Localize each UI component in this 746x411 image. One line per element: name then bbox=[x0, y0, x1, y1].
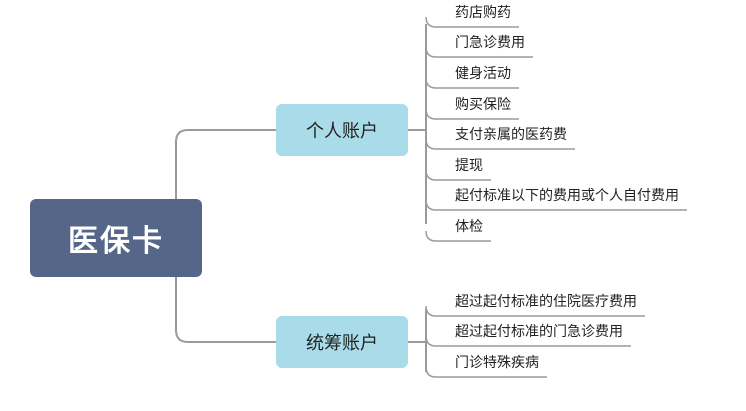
root-label: 医保卡 bbox=[68, 224, 164, 259]
leaf-item: 药店购药 bbox=[455, 5, 511, 21]
connector-root-pooled bbox=[175, 277, 276, 343]
leaf-connector bbox=[425, 77, 519, 89]
root-node: 医保卡 bbox=[30, 199, 202, 277]
leaf-connector bbox=[425, 46, 533, 58]
leaf-connector bbox=[425, 199, 687, 211]
leaf-connector bbox=[425, 366, 547, 378]
leaf-item: 体检 bbox=[455, 219, 483, 235]
leaf-connector bbox=[425, 108, 519, 120]
branch-label: 统筹账户 bbox=[306, 333, 378, 354]
leaf-connector bbox=[425, 230, 491, 242]
leaf-connector bbox=[425, 335, 631, 347]
branch-personal-account: 个人账户 bbox=[276, 104, 408, 156]
leaf-item: 提现 bbox=[455, 158, 483, 174]
connector-pooled-spine bbox=[408, 309, 427, 372]
leaf-item: 门诊特殊疾病 bbox=[455, 355, 539, 371]
leaf-connector bbox=[425, 305, 645, 317]
leaf-item: 门急诊费用 bbox=[455, 35, 525, 51]
leaf-item: 超过起付标准的门急诊费用 bbox=[455, 324, 623, 340]
branch-label: 个人账户 bbox=[306, 121, 378, 142]
leaf-item: 购买保险 bbox=[455, 97, 511, 113]
leaf-item: 健身活动 bbox=[455, 66, 511, 82]
leaf-connector bbox=[425, 16, 519, 28]
leaf-connector bbox=[425, 169, 491, 181]
branch-pooled-account: 统筹账户 bbox=[276, 316, 408, 368]
leaf-item: 超过起付标准的住院医疗费用 bbox=[455, 294, 637, 310]
leaf-item: 支付亲属的医药费 bbox=[455, 127, 567, 143]
connector-personal-spine bbox=[408, 24, 427, 224]
leaf-item: 起付标准以下的费用或个人自付费用 bbox=[455, 188, 679, 204]
connector-root-personal bbox=[175, 129, 276, 199]
leaf-connector bbox=[425, 138, 575, 150]
